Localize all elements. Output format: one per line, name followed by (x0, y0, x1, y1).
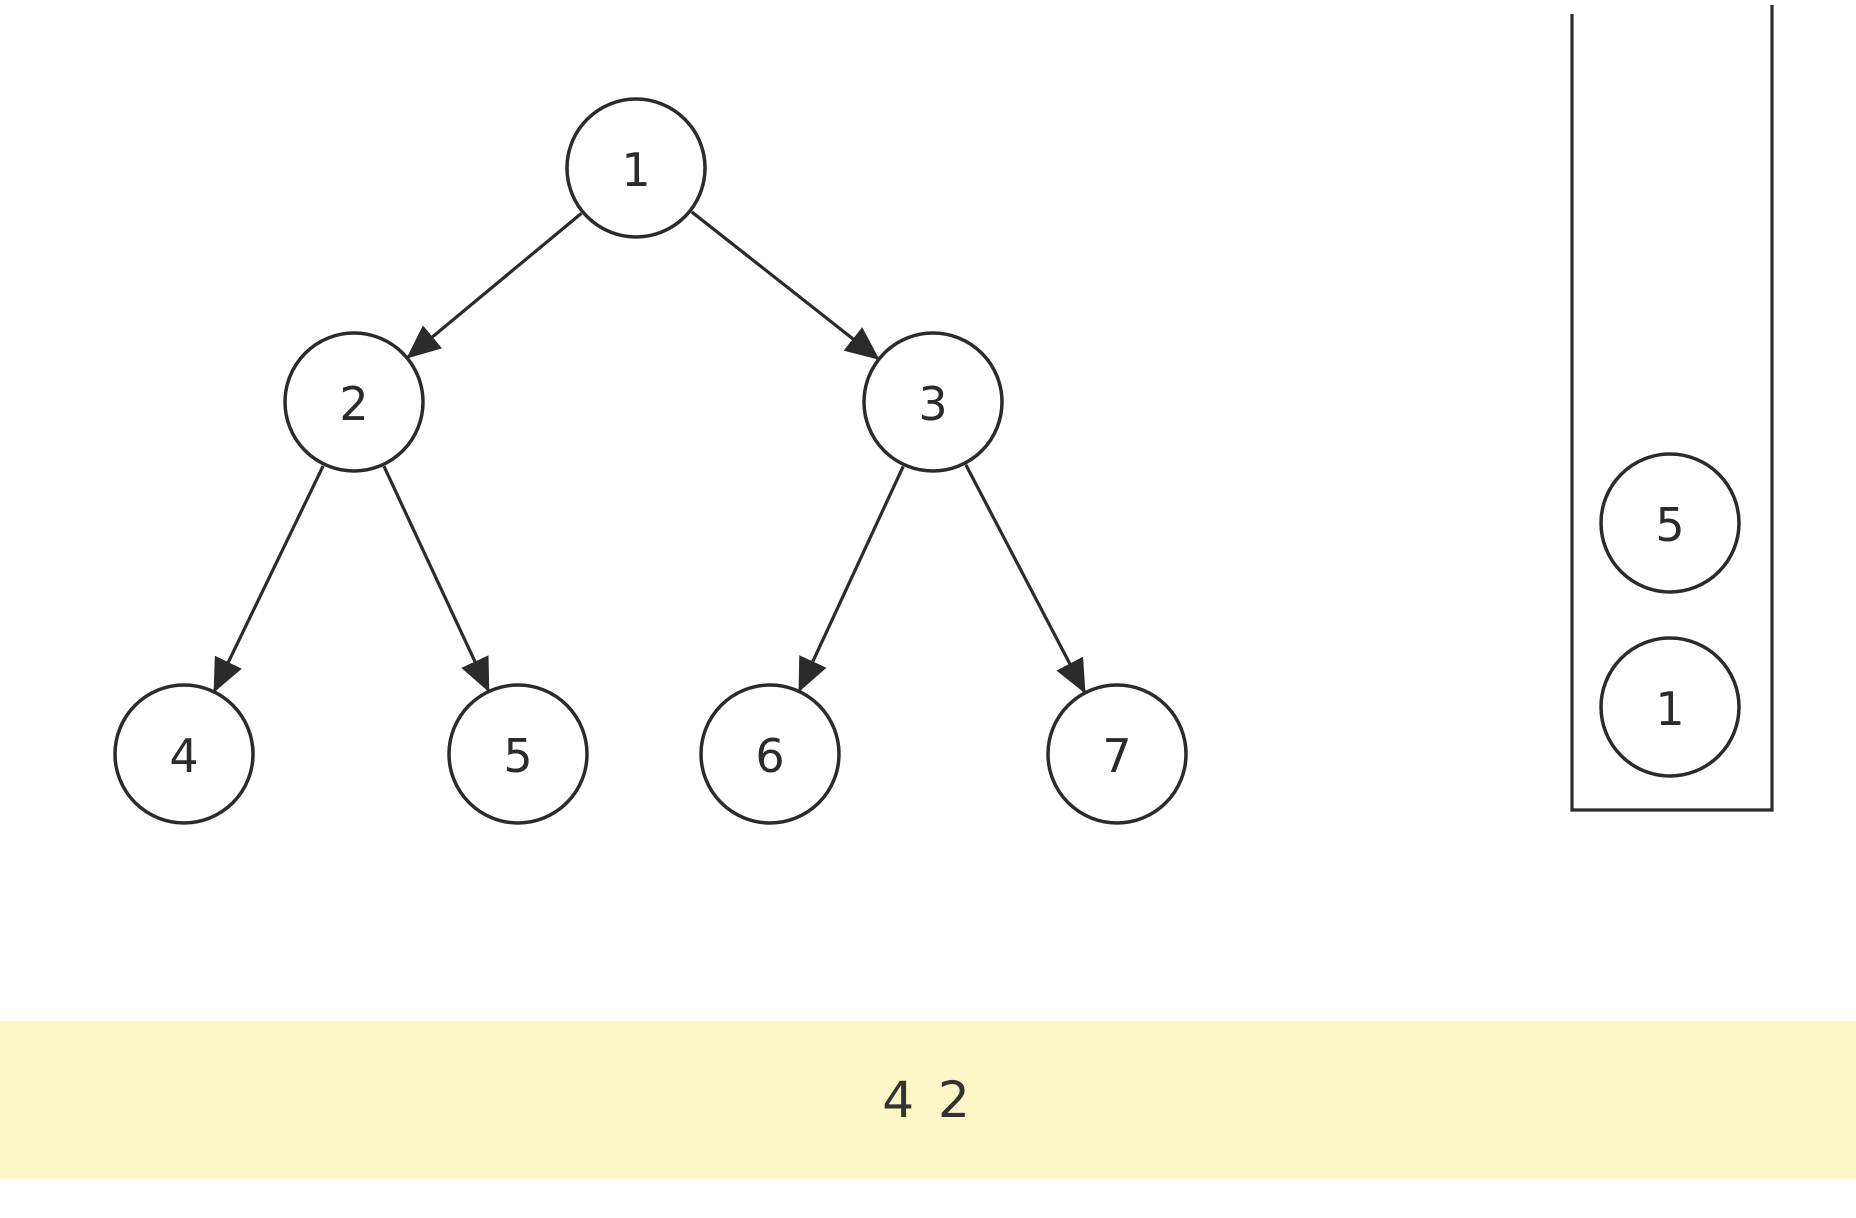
tree-node-4: 4 (113, 683, 255, 825)
edge-arrow-1-3 (690, 210, 880, 360)
node-label: 4 (169, 729, 198, 783)
node-circle (447, 683, 589, 825)
stack-item-top: 5 (1599, 452, 1741, 594)
stack-item-label: 5 (1655, 498, 1684, 552)
edge-arrow-3-7 (964, 464, 1086, 694)
edge-arrow-1-2 (406, 212, 583, 359)
output-text: 4 2 (882, 1071, 974, 1129)
node-label: 7 (1102, 729, 1131, 783)
stack-container: 5 1 (1570, 5, 1774, 812)
node-circle (283, 331, 425, 473)
stack-walls (1570, 5, 1774, 812)
stack-item-label: 1 (1655, 682, 1684, 736)
output-bar: 4 2 (0, 1021, 1856, 1179)
node-circle (565, 97, 707, 239)
tree-node-5: 5 (447, 683, 589, 825)
node-label: 6 (755, 729, 784, 783)
tree-nodes: 1 2 3 4 5 6 7 (113, 97, 1188, 825)
tree-node-1: 1 (565, 97, 707, 239)
node-circle (699, 683, 841, 825)
edge-arrow-2-4 (213, 465, 325, 693)
tree-edges (213, 210, 1086, 694)
tree-node-2: 2 (283, 331, 425, 473)
node-circle (1046, 683, 1188, 825)
tree-node-3: 3 (862, 331, 1004, 473)
edge-arrow-3-6 (797, 465, 905, 693)
stack-item-bottom: 1 (1599, 636, 1741, 778)
node-circle (862, 331, 1004, 473)
node-label: 1 (621, 143, 650, 197)
node-circle (113, 683, 255, 825)
tree-node-7: 7 (1046, 683, 1188, 825)
tree-node-6: 6 (699, 683, 841, 825)
node-label: 2 (339, 377, 368, 431)
edge-arrow-2-5 (382, 465, 490, 693)
node-label: 3 (918, 377, 947, 431)
node-label: 5 (503, 729, 532, 783)
